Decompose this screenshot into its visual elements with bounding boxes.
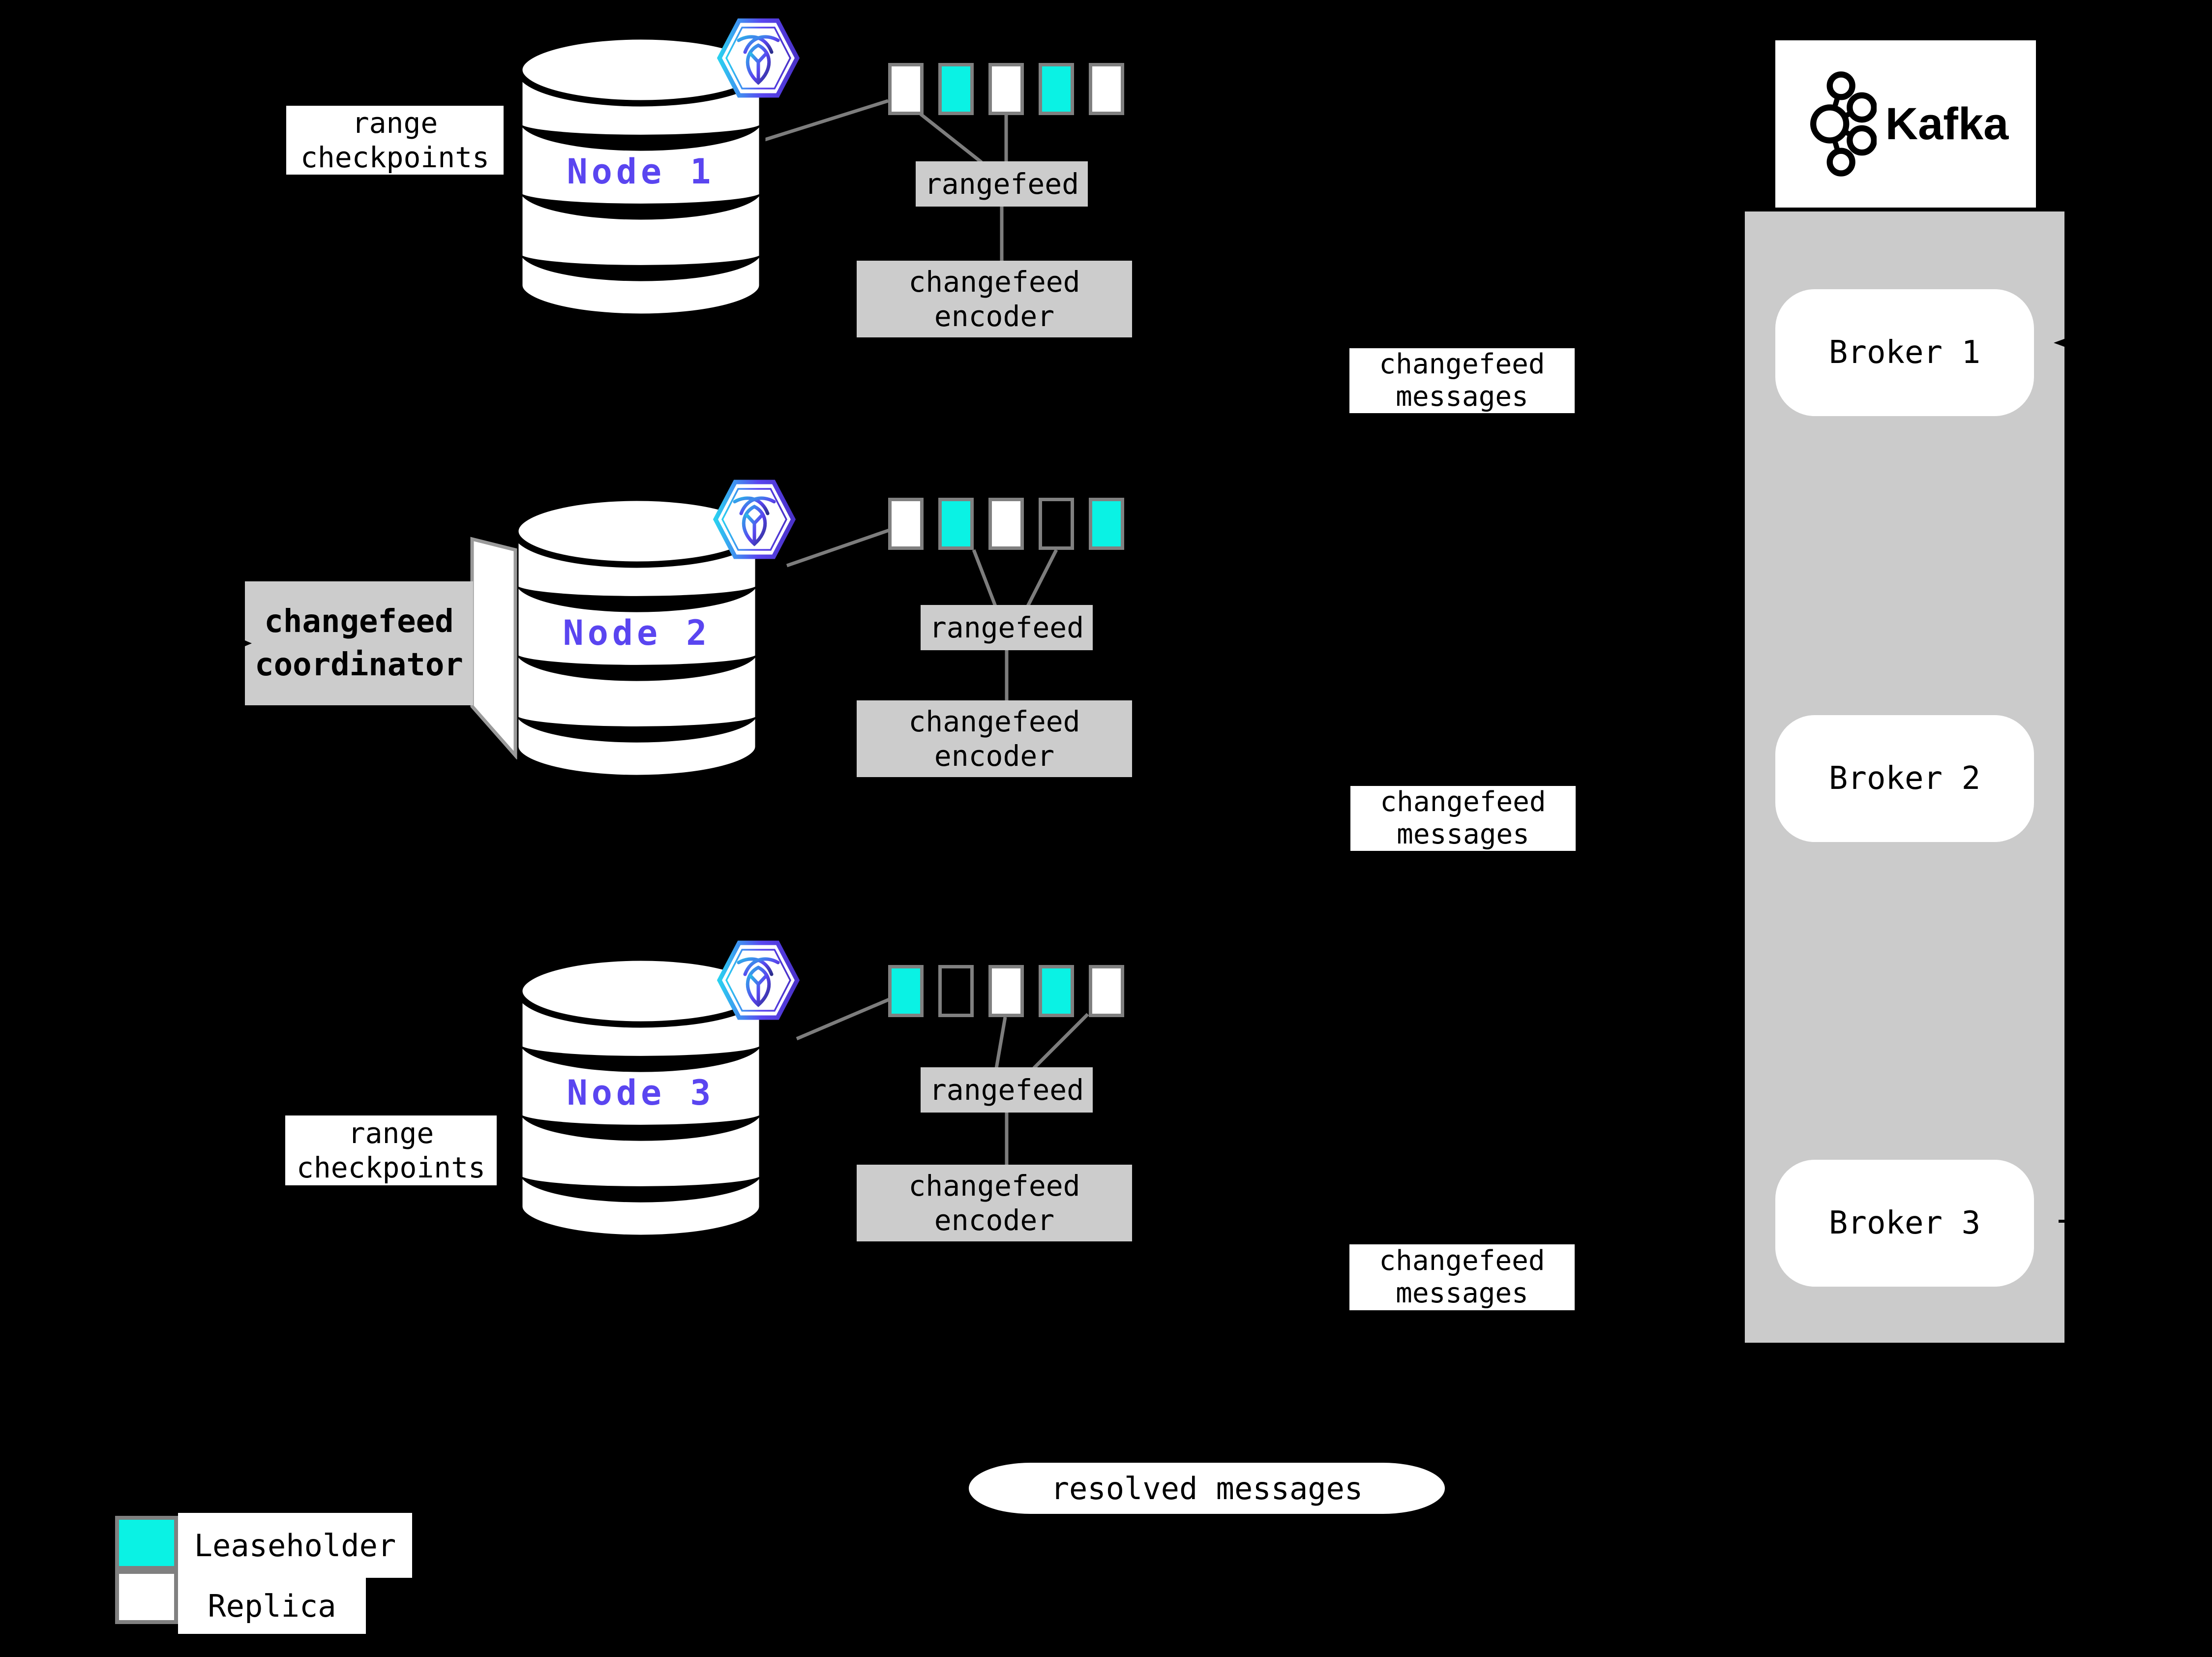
node2-database-cylinder [512,494,762,782]
kafka-title: Kafka [1885,98,2009,149]
range-checkpoints-label-bottom: range checkpoints [285,1115,497,1185]
cockroachdb-logo-icon [717,940,800,1020]
node1-rangefeed-box: rangefeed [916,161,1088,207]
node1-range-4 [1039,63,1074,115]
node2-range-3 [988,498,1024,550]
legend-replica-label: Replica [178,1578,366,1634]
broker-3-box: Broker 3 [1775,1160,2034,1287]
node3-range-2 [938,965,974,1017]
cockroachdb-logo-icon [713,480,796,559]
node3-range-5 [1089,965,1124,1017]
node2-label: Node 2 [563,613,711,653]
message-arrowhead-icon [2054,337,2068,348]
changefeed-coordinator-box: changefeed coordinator [245,581,473,705]
node2-range-2 [938,498,974,550]
resolved-messages-pill: resolved messages [969,1463,1445,1514]
node1-range-3 [988,63,1024,115]
node3-label: Node 3 [567,1073,715,1113]
node1-label: Node 1 [567,151,715,192]
changefeed-messages-label-1: changefeed messages [1349,348,1575,413]
kafka-logo-box: Kafka [1775,40,2036,208]
node3-range-3 [988,965,1024,1017]
kafka-logo-icon [1810,71,1877,177]
node1-range-2 [938,63,974,115]
changefeed-messages-label-2: changefeed messages [1350,786,1576,851]
node2-range-5 [1089,498,1124,550]
legend-replica-swatch [115,1570,178,1624]
legend-leaseholder-swatch [115,1516,178,1570]
changefeed-messages-label-3: changefeed messages [1349,1244,1575,1310]
legend-leaseholder-label: Leaseholder [178,1513,412,1578]
message-line-tick [2059,1220,2069,1223]
node2-changefeed-encoder-box: changefeed encoder [857,700,1132,777]
broker-1-box: Broker 1 [1775,289,2034,416]
node3-changefeed-encoder-box: changefeed encoder [857,1165,1132,1241]
node1-range-1 [888,63,924,115]
node3-range-4 [1039,965,1074,1017]
node2-range-4 [1039,498,1074,550]
node3-rangefeed-box: rangefeed [921,1067,1093,1113]
node1-changefeed-encoder-box: changefeed encoder [857,261,1132,337]
node1-range-5 [1089,63,1124,115]
broker-2-box: Broker 2 [1775,715,2034,842]
node1-database-cylinder [516,33,766,320]
cockroachdb-logo-icon [717,18,800,98]
node2-range-1 [888,498,924,550]
node3-database-cylinder [516,954,766,1241]
node2-rangefeed-box: rangefeed [921,605,1093,650]
range-checkpoints-label-top: range checkpoints [286,106,504,175]
node3-range-1 [888,965,924,1017]
resolved-arrowhead-icon [239,638,252,649]
